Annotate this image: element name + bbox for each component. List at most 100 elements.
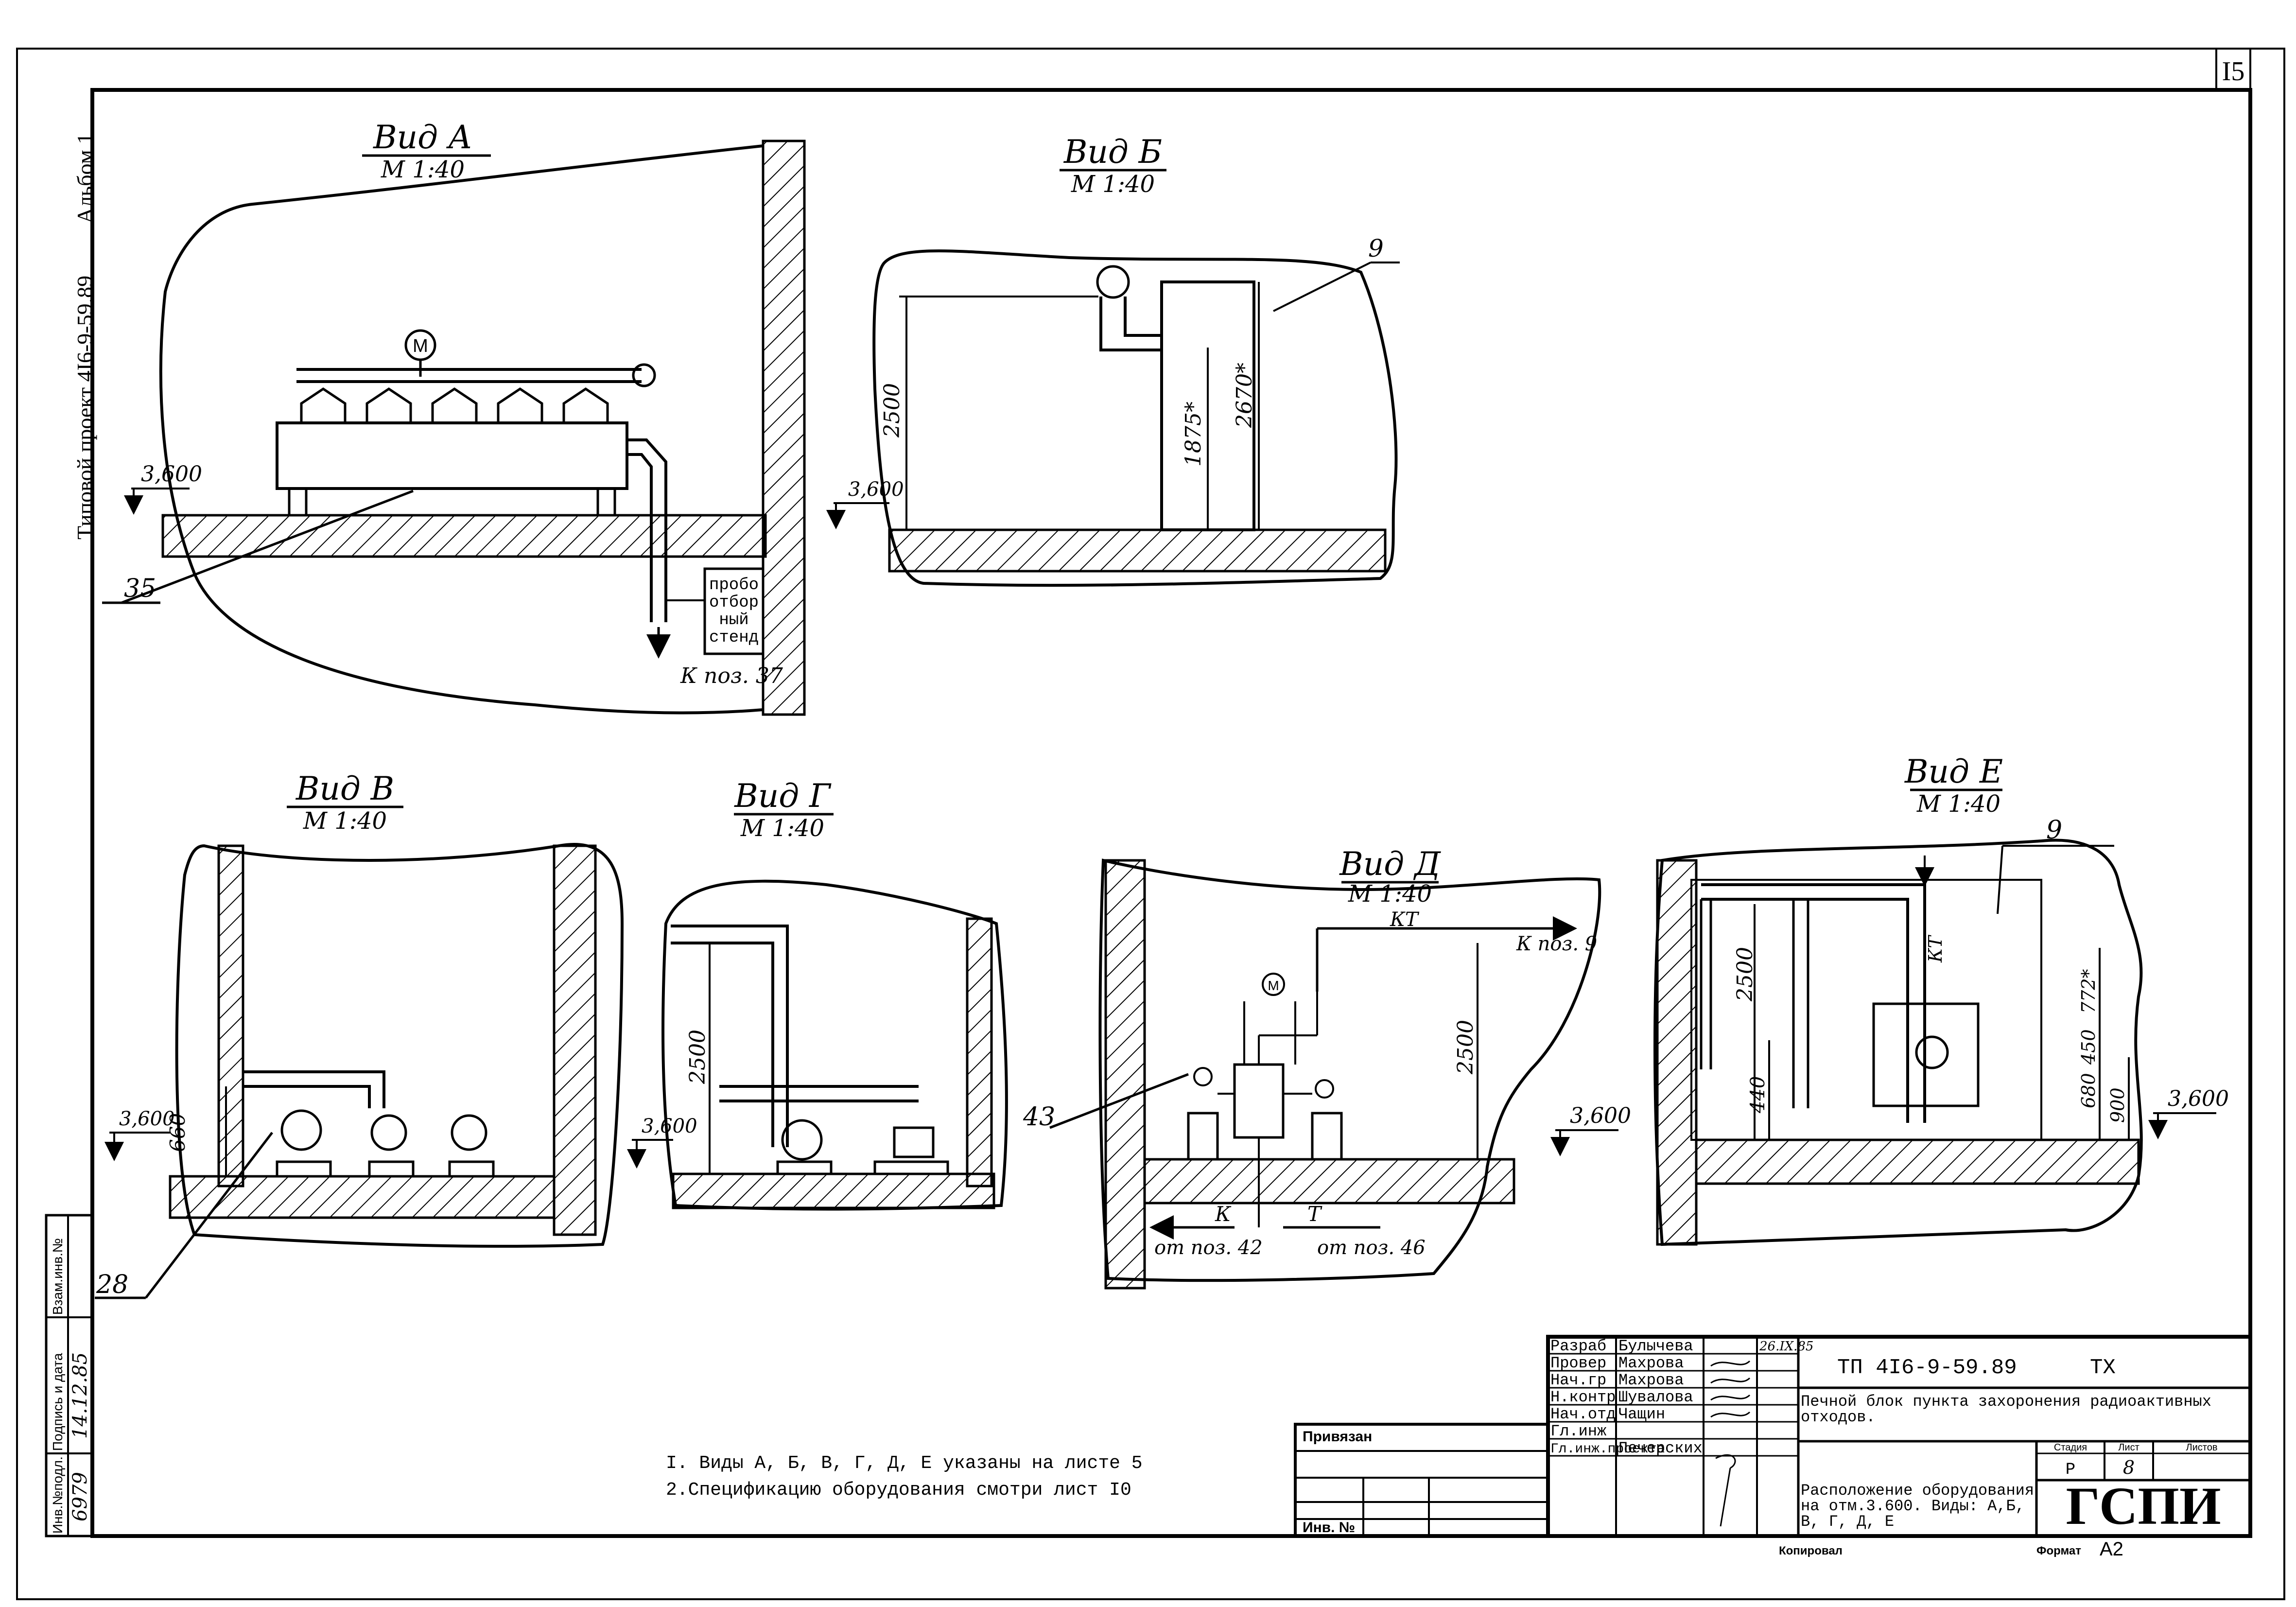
tb-stage-label: Стадия [2054,1442,2087,1453]
view-d-kt: КТ [1390,908,1420,931]
view-b-title: Вид Б [1063,133,1162,171]
view-b: Вид Б М 1:40 2500 1875* 2670* 9 3,600 [826,133,1400,587]
inner-frame [90,88,2252,1538]
view-e-dim-2500: 2500 [1733,947,1757,1002]
tb-name-2: Махрова [1618,1354,1684,1372]
tb-lists-label: Листов [2186,1442,2218,1453]
tb-project-name-1: Печной блок пункта захоронения радиоакти… [1801,1393,2211,1411]
view-v-floor [169,1175,556,1219]
stand-label-1: пробо [709,576,759,594]
view-b-dim-2670: 2670* [1232,363,1257,428]
view-e: Вид Е М 1:40 КТ 9 2500 440 772* 450 680 … [1653,753,2229,1246]
left-stamp-inv-value: 6979 [69,1472,91,1521]
note-1: I. Виды А, Б, В, Г, Д, Е указаны на лист… [666,1453,1143,1474]
stand-label-4: стенд [709,629,759,647]
sheet-number-box [2215,48,2251,91]
tb-name-7: Печерских [1618,1439,1703,1457]
view-e-level: 3,600 [2168,1086,2229,1111]
view-d-t: Т [1307,1202,1322,1226]
view-e-dim-680: 680 [2078,1073,2099,1108]
view-a-scale: М 1:40 [381,156,465,183]
view-v: Вид В М 1:40 660 3,600 28 [95,770,624,1299]
view-d-wall [1104,859,1146,1290]
view-v-wall-left [217,844,244,1188]
left-stamp-inv-label: Инв.№подл. [50,1456,65,1534]
view-v-scale: М 1:40 [303,807,387,835]
left-stamp-sign-label: Подпись и дата [50,1353,65,1451]
view-v-callout: 28 [96,1270,128,1299]
tb-project-name-2: отходов. [1801,1408,1876,1426]
left-stamp: Инв.№подл. 6979 Подпись и дата 14.12.85 … [45,1214,94,1537]
format-value: A2 [2100,1538,2123,1560]
view-e-dim-450: 450 [2078,1029,2099,1065]
title-block: Разраб Провер Нач.гр Н.контр Нач.отд Гл.… [1546,1335,2252,1538]
view-a: Вид А М 1:40 М пробо отбор ный стенд [102,119,806,716]
view-e-dim-900: 900 [2107,1087,2128,1123]
view-g: Вид Г М 1:40 2500 3,600 [627,777,1008,1211]
stand-label-3: ный [719,611,748,629]
view-b-level: 3,600 [848,478,904,501]
view-b-dim-1875: 1875* [1181,402,1206,467]
view-g-dim-2500: 2500 [685,1030,710,1084]
note-2: 2.Спецификацию оборудования смотри лист … [666,1480,1131,1501]
tb-name-4: Шувалова [1618,1388,1693,1406]
sheet-number: I5 [2222,56,2245,87]
view-v-title: Вид В [296,770,394,807]
view-e-dim-440: 440 [1747,1076,1769,1114]
format-label: Формат [2036,1544,2081,1557]
tb-sheet-title-2: на отм.3.600. Виды: А,Б, [1801,1497,2025,1515]
side-project-label: Типовой проект 4I6-9-59.89 [72,276,97,540]
view-a-callout: 35 [124,574,156,603]
view-a-title: Вид А [373,119,472,156]
view-b-floor [888,528,1387,573]
view-d-from-42: от поз. 42 [1154,1237,1263,1259]
outer-frame [16,48,2285,1600]
view-d-floor [1143,1158,1515,1205]
bound-block: Привязан Инв. № [1294,1423,1549,1537]
view-b-scale: М 1:40 [1071,171,1155,198]
view-v-level: 3,600 [119,1108,175,1130]
view-g-title: Вид Г [734,777,832,815]
motor-label: М [413,336,428,356]
tb-sheet-title-1: Расположение оборудования [1801,1482,2034,1500]
view-v-wall-right [553,844,597,1236]
view-e-callout: 9 [2046,816,2062,845]
tb-role-6: Гл.инж [1550,1422,1607,1440]
view-g-level: 3,600 [642,1115,697,1137]
tb-role-2: Провер [1550,1354,1606,1372]
view-d-scale: М 1:40 [1348,880,1432,908]
view-d: Вид Д М 1:40 M КТ К поз. 9 2500 3,600 К [1023,845,1631,1290]
tb-role-3: Нач.гр [1550,1371,1606,1389]
view-d-gauge: M [1268,978,1279,993]
tb-signature-date: 26.IX.85 [1759,1339,1813,1354]
view-d-title: Вид Д [1339,845,1441,883]
view-e-title: Вид Е [1904,753,2003,790]
tb-name-3: Махрова [1618,1371,1684,1389]
view-d-dim-2500: 2500 [1453,1020,1478,1075]
view-e-dim-772: 772* [2078,969,2099,1013]
view-a-floor [161,514,767,558]
view-d-to-pos: К поз. 9 [1516,933,1597,955]
view-b-dim-2500: 2500 [880,383,904,438]
bound-inv: Инв. № [1303,1520,1355,1536]
side-album-label: Альбом 1 [72,133,97,224]
view-e-floor [1695,1138,2140,1185]
tb-role-7: Гл.инж.проекта [1550,1442,1665,1457]
view-a-to-pos: К поз. 37 [680,664,783,688]
view-g-wall [966,917,993,1188]
view-e-scale: М 1:40 [1916,790,2000,818]
view-b-callout: 9 [1368,234,1384,262]
tb-sheet-title-3: В, Г, Д, Е [1801,1513,1894,1531]
view-e-kt: КТ [1925,935,1946,963]
view-d-callout: 43 [1023,1102,1055,1132]
tb-role-1: Разраб [1550,1337,1606,1355]
tb-org: ГСПИ [2066,1476,2221,1536]
view-a-wall [762,140,806,716]
left-stamp-vzam-label: Взам.инв.№ [50,1238,65,1315]
bound-label: Привязан [1303,1429,1372,1445]
tb-role-5: Нач.отд [1550,1405,1616,1423]
left-stamp-sign-value: 14.12.85 [69,1352,91,1439]
tb-name-1: Булычева [1618,1337,1693,1355]
tb-list-label: Лист [2118,1442,2139,1453]
